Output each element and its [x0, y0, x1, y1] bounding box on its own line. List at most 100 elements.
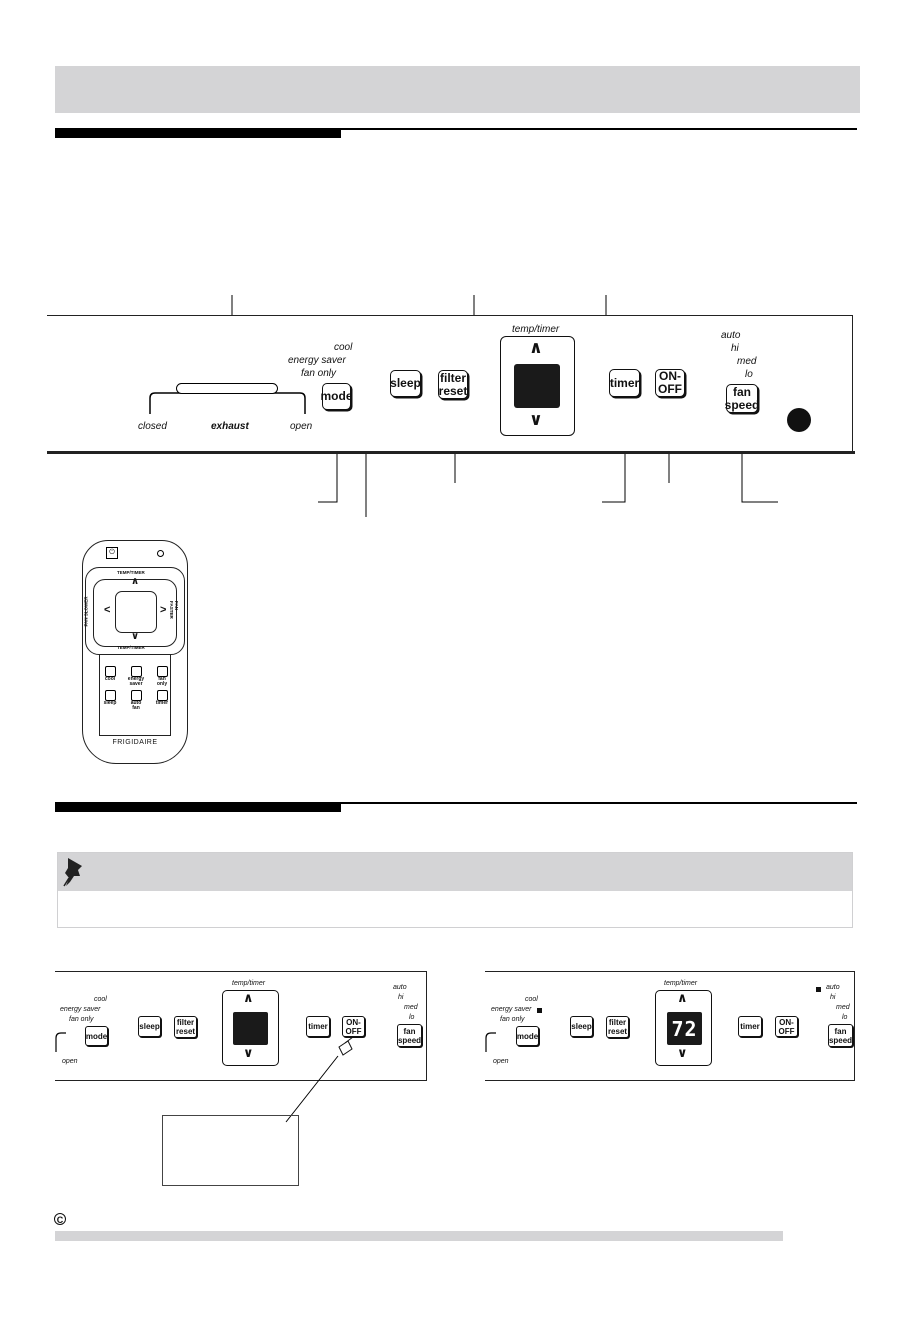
example-left-sleep-button[interactable]: sleep	[138, 1016, 161, 1037]
temp-timer-label: temp/timer	[512, 324, 560, 335]
remote-timer-button[interactable]	[157, 690, 168, 701]
fan-label-auto: auto	[721, 330, 741, 341]
remote-brand-plate	[99, 735, 171, 750]
example-left-lo: lo	[409, 1014, 415, 1021]
remote-fan-only-button[interactable]	[157, 666, 168, 677]
section-rule-thick-2	[55, 802, 341, 812]
remote-temp-timer-bottom: TEMP/TIMER	[117, 645, 145, 650]
example-right-fan-only: fan only	[500, 1016, 525, 1023]
example-right-display-value: 72	[671, 1016, 698, 1041]
remote-sleep-button[interactable]	[105, 690, 116, 701]
filter-reset-button[interactable]: filter reset	[438, 370, 468, 399]
example-right-lo: lo	[842, 1014, 848, 1021]
example-right-auto: auto	[826, 984, 840, 991]
example-left-auto: auto	[393, 984, 407, 991]
example-left-up-arrow-icon[interactable]: ∧	[243, 990, 254, 1005]
remote-sleep-label: sleep	[103, 700, 117, 706]
example-right-energy-saver: energy saver	[491, 1006, 532, 1013]
example-left-open-label: open	[62, 1058, 78, 1065]
remote-center-button[interactable]	[115, 591, 157, 633]
example-right-temp-frame	[655, 990, 712, 1066]
fan-speed-button[interactable]: fan speed	[724, 384, 760, 413]
pushpin-icon	[63, 858, 82, 887]
sleep-button[interactable]: sleep	[390, 370, 421, 397]
remote-cool-label: cool	[104, 676, 116, 682]
timer-button[interactable]: timer	[609, 369, 640, 397]
mode-button[interactable]: mode	[321, 383, 353, 410]
hand-pointer	[285, 1036, 354, 1123]
example-left-down-arrow-icon[interactable]: ∨	[243, 1045, 254, 1060]
remote-pad-octagon	[93, 579, 177, 647]
temp-display	[514, 364, 560, 408]
example-right-mode-button[interactable]: mode	[516, 1026, 539, 1046]
remote-sensor-icon	[787, 408, 811, 432]
section-rule-thin-1	[55, 128, 857, 130]
mode-label-fan-only: fan only	[301, 368, 337, 379]
remote-auto-fan-button[interactable]	[131, 690, 142, 701]
example-left-med: med	[404, 1004, 418, 1011]
example-left-display	[233, 1012, 268, 1045]
remote-temp-timer-top: TEMP/TIMER	[117, 570, 145, 575]
example-right-fan-indicator-icon	[816, 987, 821, 992]
example-left-hi: hi	[398, 994, 404, 1001]
callout-text-box	[162, 1115, 299, 1186]
example-right-up-arrow-icon[interactable]: ∧	[677, 990, 688, 1005]
note-box	[57, 852, 853, 928]
example-left-temp-frame	[222, 990, 279, 1066]
remote-up-arrow-icon[interactable]: ∧	[131, 576, 140, 587]
mode-label-cool: cool	[334, 342, 353, 353]
example-left-mode-button[interactable]: mode	[85, 1026, 108, 1046]
remote-energy-saver-label: energy saver	[127, 676, 145, 687]
example-left-filter-button[interactable]: filter reset	[174, 1016, 197, 1038]
section-rule-thin-2	[55, 802, 857, 804]
remote-down-arrow-icon[interactable]: ∨	[131, 631, 140, 642]
copyright-icon: C	[54, 1213, 66, 1225]
remote-timer-label: timer	[155, 700, 169, 706]
example-left-timer-button[interactable]: timer	[306, 1016, 330, 1037]
example-right-filter-button[interactable]: filter reset	[606, 1016, 629, 1038]
header-bar	[55, 66, 860, 113]
temp-down-arrow-icon[interactable]: ∨	[529, 410, 543, 429]
remote-energy-saver-button[interactable]	[131, 666, 142, 677]
vent-exhaust-label: exhaust	[211, 421, 249, 432]
example-right-med: med	[836, 1004, 850, 1011]
example-right-cool: cool	[525, 996, 538, 1003]
example-left-bracket	[55, 1032, 66, 1052]
example-right-hi: hi	[830, 994, 836, 1001]
example-right-temp-timer: temp/timer	[664, 980, 698, 987]
example-right-down-arrow-icon[interactable]: ∨	[677, 1045, 688, 1060]
example-left-temp-timer: temp/timer	[232, 980, 266, 987]
remote-brand: FRIGIDAIRE	[112, 739, 158, 746]
example-right-display: 72	[667, 1012, 702, 1045]
mode-label-energy-saver: energy saver	[288, 355, 346, 366]
example-right-timer-button[interactable]: timer	[738, 1016, 762, 1037]
remote-control: ⏻ TEMP/TIMER TEMP/TIMER ∧ ∨ < > FAN SLOW…	[82, 540, 188, 764]
example-right-on-off-button[interactable]: ON- OFF	[775, 1016, 798, 1037]
example-right-sleep-button[interactable]: sleep	[570, 1016, 593, 1037]
footer-bar	[55, 1231, 783, 1241]
example-left-fan-only: fan only	[69, 1016, 94, 1023]
remote-auto-fan-label: auto fan	[130, 700, 142, 711]
temp-up-arrow-icon[interactable]: ∧	[529, 338, 543, 357]
on-off-button[interactable]: ON- OFF	[655, 369, 685, 397]
remote-power-icon[interactable]: ⏻	[106, 547, 118, 559]
example-right-bracket	[485, 1032, 496, 1052]
remote-fan-only-label: fan only	[156, 676, 168, 687]
remote-left-arrow-icon[interactable]: <	[104, 604, 111, 616]
vent-slider[interactable]	[176, 383, 278, 394]
remote-right-arrow-icon[interactable]: >	[160, 604, 167, 616]
example-right-open-label: open	[493, 1058, 509, 1065]
panel-bottom-rule	[47, 451, 855, 454]
example-left-cool: cool	[94, 996, 107, 1003]
fan-label-lo: lo	[745, 369, 753, 380]
vent-closed-label: closed	[138, 421, 167, 432]
remote-body-line-right	[170, 655, 171, 735]
remote-led-icon	[157, 550, 164, 557]
remote-cool-button[interactable]	[105, 666, 116, 677]
example-left-fan-button[interactable]: fan speed	[397, 1024, 422, 1047]
example-left-energy-saver: energy saver	[60, 1006, 101, 1013]
example-right-fan-button[interactable]: fan speed	[828, 1024, 853, 1047]
remote-body-line	[99, 655, 100, 735]
example-left-on-off-button[interactable]: ON- OFF	[342, 1016, 365, 1037]
fan-label-hi: hi	[731, 343, 739, 354]
